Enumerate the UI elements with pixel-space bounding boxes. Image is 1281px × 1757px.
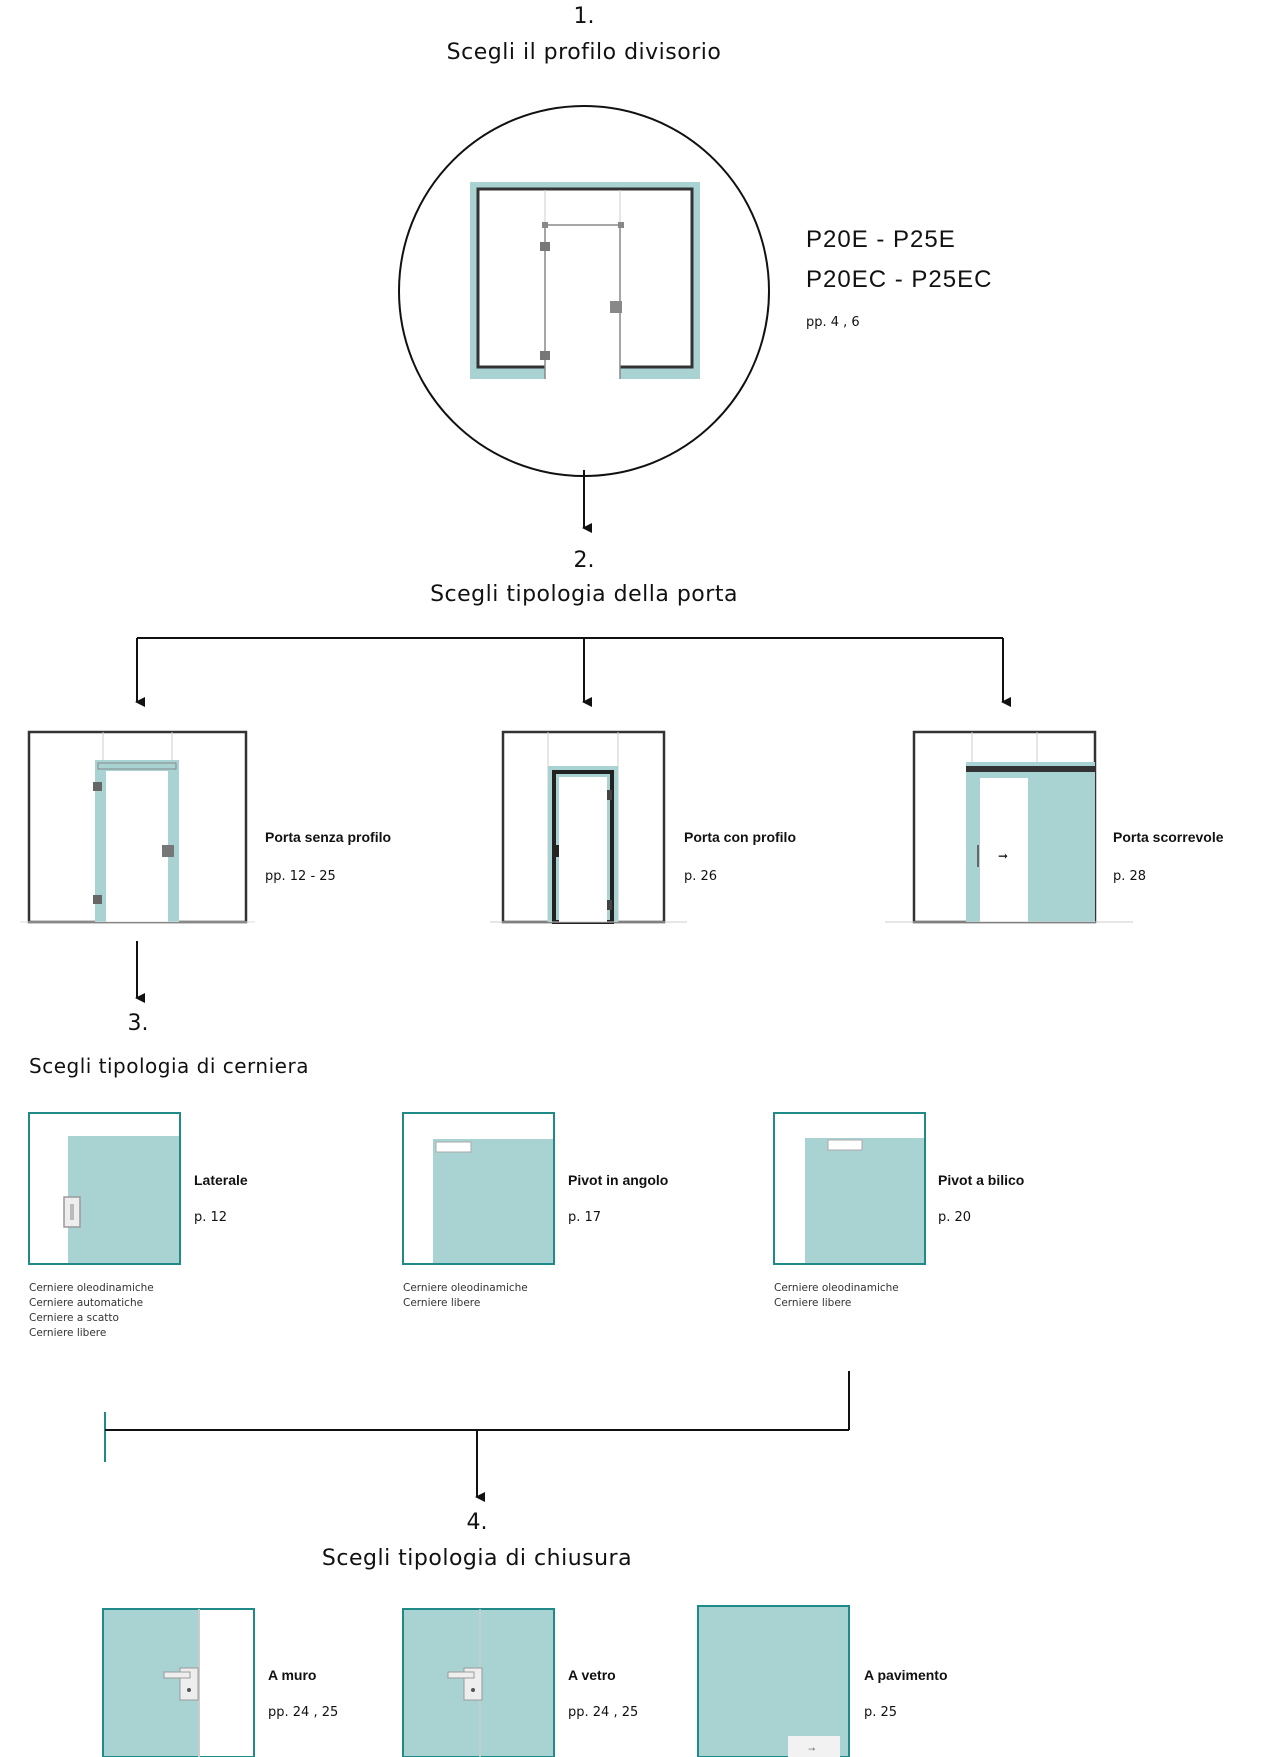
door-frameless-drawing <box>20 730 255 924</box>
closure-pages: p. 25 <box>864 1705 898 1720</box>
step4-title: Scegli tipologia di chiusura <box>321 1546 633 1571</box>
hinge-lateral-drawing <box>28 1112 181 1265</box>
door-with-profile-drawing <box>490 730 687 924</box>
step3-title: Scegli tipologia di cerniera <box>29 1054 309 1078</box>
closure-label: A vetro <box>568 1667 616 1683</box>
hinge-note: Cerniere oleodinamiche <box>29 1282 154 1294</box>
step2-number: 2. <box>573 548 595 573</box>
hinge-notes-pivot-center: Cerniere oleodinamiche Cerniere libere <box>774 1281 899 1311</box>
closure-merge-connector <box>104 1371 850 1502</box>
hinge-note: Cerniere libere <box>29 1327 107 1339</box>
lock-icon: ➞ <box>808 1745 816 1755</box>
closure-floor-drawing <box>697 1605 850 1757</box>
profile-code-line2: P20EC - P25EC <box>806 266 993 293</box>
profile-code-line1: P20E - P25E <box>806 226 956 253</box>
profile-pages: pp. 4 , 6 <box>806 315 860 330</box>
hinge-note: Cerniere libere <box>403 1297 481 1309</box>
hinge-notes-lateral: Cerniere oleodinamiche Cerniere automati… <box>29 1281 154 1341</box>
step3-number: 3. <box>127 1011 149 1036</box>
closure-pages: pp. 24 , 25 <box>268 1705 339 1720</box>
hinge-note: Cerniere libere <box>774 1297 852 1309</box>
hinge-notes-pivot-corner: Cerniere oleodinamiche Cerniere libere <box>403 1281 528 1311</box>
step2-title: Scegli tipologia della porta <box>430 582 738 607</box>
step1-title: Scegli il profilo divisorio <box>446 40 722 65</box>
door-label: Porta senza profilo <box>265 829 392 845</box>
closure-wall-drawing <box>102 1608 255 1757</box>
closure-pages: pp. 24 , 25 <box>568 1705 639 1720</box>
closure-label: A muro <box>268 1667 317 1683</box>
hinge-note: Cerniere automatiche <box>29 1297 144 1309</box>
hinge-note: Cerniere oleodinamiche <box>774 1282 899 1294</box>
hinge-pivot-center-drawing <box>773 1112 926 1265</box>
step1-number: 1. <box>573 4 595 29</box>
door-pages: pp. 12 - 25 <box>265 869 336 884</box>
door-sliding-drawing <box>885 730 1133 924</box>
hinge-label: Pivot a bilico <box>938 1172 1025 1188</box>
step4-number: 4. <box>466 1510 488 1535</box>
hinge-pivot-corner-drawing <box>402 1112 555 1265</box>
door-pages: p. 28 <box>1113 869 1147 884</box>
hinge-label: Pivot in angolo <box>568 1172 669 1188</box>
closure-glass-drawing <box>402 1608 555 1757</box>
closure-label: A pavimento <box>864 1667 948 1683</box>
door-label: Porta con profilo <box>684 829 796 845</box>
profile-partition-drawing <box>470 182 700 379</box>
hinge-note: Cerniere a scatto <box>29 1312 119 1324</box>
hinge-pages: p. 20 <box>938 1210 972 1225</box>
hinge-note: Cerniere oleodinamiche <box>403 1282 528 1294</box>
hinge-pages: p. 12 <box>194 1210 228 1225</box>
door-pages: p. 26 <box>684 869 718 884</box>
door-branch-connector <box>135 637 1011 707</box>
hinge-label: Laterale <box>194 1172 248 1188</box>
hinge-pages: p. 17 <box>568 1210 602 1225</box>
sliding-arrow-icon: ➞ <box>998 849 1008 863</box>
door-label: Porta scorrevole <box>1113 829 1224 845</box>
